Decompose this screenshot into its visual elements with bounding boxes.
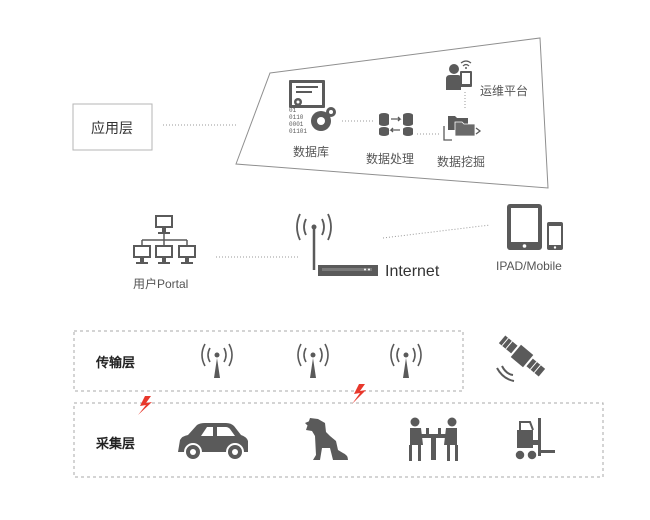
user-portal-label: 用户Portal	[133, 277, 189, 291]
car-icon	[178, 423, 248, 461]
antenna-icon-1	[201, 343, 233, 378]
dog-icon	[305, 418, 348, 460]
application-layer-box	[72, 103, 153, 151]
data-mining-label: 数据挖掘	[437, 155, 486, 169]
application-layer-label: 应用层	[91, 120, 133, 136]
binary-line-4: 01101	[289, 128, 307, 135]
data-processing-icon	[379, 113, 413, 136]
transport-layer-label: 传输层	[96, 355, 136, 370]
data-processing-label: 数据处理	[366, 152, 415, 166]
binary-line-3: 0001	[289, 121, 304, 128]
tablet-icon	[507, 204, 542, 250]
database-label: 数据库	[293, 145, 330, 159]
database-icon	[289, 80, 336, 131]
user-portal-network-icon	[133, 215, 196, 264]
collection-layer-label: 采集层	[96, 436, 136, 451]
antenna-icon-2	[297, 343, 329, 378]
phone-icon	[547, 222, 563, 250]
data-mining-icon	[443, 116, 482, 141]
people-meeting-icon	[409, 417, 458, 461]
satellite-icon	[496, 335, 546, 382]
internet-label: Internet	[385, 263, 440, 280]
router-icon	[296, 213, 378, 276]
ops-platform-icon	[446, 60, 472, 90]
router-mobile-connector	[382, 224, 491, 239]
transport-layer-box	[73, 330, 464, 392]
ops-platform-label: 运维平台	[480, 84, 529, 98]
binary-line-1: 01	[289, 107, 297, 114]
lightning-icon-1	[138, 396, 152, 415]
forklift-icon	[514, 418, 555, 461]
binary-line-2: 0110	[289, 114, 304, 121]
lightning-icon-2	[352, 384, 366, 404]
mobile-label: IPAD/Mobile	[496, 259, 562, 273]
collection-layer-box	[73, 402, 604, 478]
antenna-icon-3	[390, 343, 422, 378]
